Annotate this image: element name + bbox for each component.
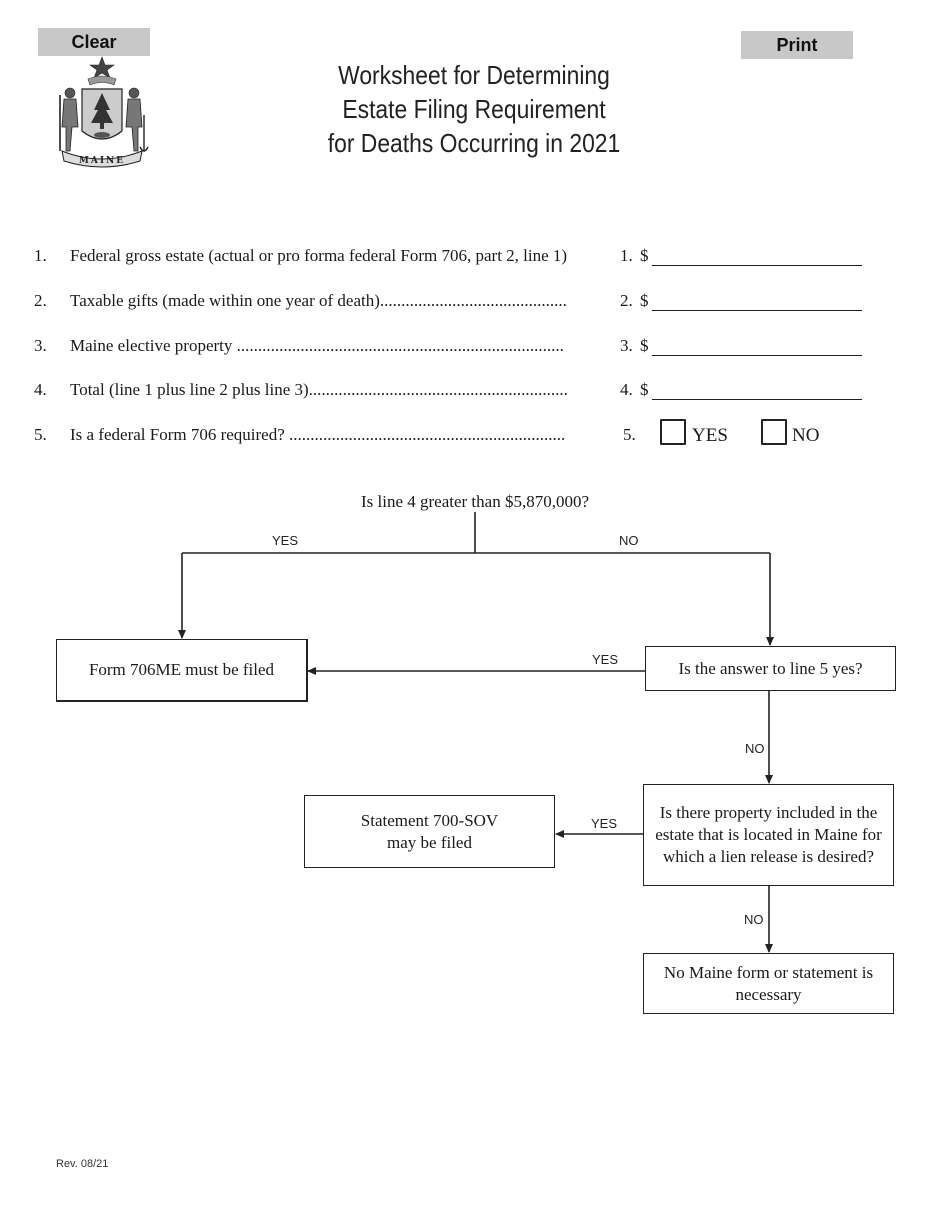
statement-700-sov-text: Statement 700-SOV may be filed	[360, 810, 499, 852]
no-checkbox[interactable]	[761, 419, 787, 445]
line-description: Maine elective property ................…	[70, 336, 564, 355]
line-5-question-box: Is the answer to line 5 yes?	[645, 646, 896, 691]
branch-label-yes: YES	[591, 816, 618, 831]
worksheet-line-4: 4. Total (line 1 plus line 2 plus line 3…	[0, 378, 950, 406]
no-form-necessary-text: No Maine form or statement is necessary	[663, 962, 874, 1004]
form-706me-box: Form 706ME must be filed	[56, 639, 308, 702]
line-number: 3.	[34, 336, 47, 355]
yes-checkbox-label: YES	[692, 425, 728, 446]
line-description: Taxable gifts (made within one year of d…	[70, 291, 567, 310]
branch-label-yes: YES	[272, 533, 299, 548]
dollar-sign: $	[640, 291, 649, 310]
branch-label-no: NO	[745, 741, 765, 756]
property-question-box: Is there property included in the estate…	[643, 784, 894, 886]
worksheet-line-3: 3. Maine elective property .............…	[0, 334, 950, 362]
line-2-amount-field[interactable]	[652, 289, 862, 311]
no-form-necessary-box: No Maine form or statement is necessary	[643, 953, 894, 1014]
seal-banner-text: MAINE	[79, 156, 125, 166]
dollar-sign: $	[640, 246, 649, 265]
branch-label-no: NO	[619, 533, 639, 548]
line-reference: 1.	[620, 246, 633, 265]
yes-checkbox[interactable]	[660, 419, 686, 445]
statement-700-sov-box: Statement 700-SOV may be filed	[304, 795, 555, 868]
line-number: 2.	[34, 291, 47, 310]
line-number: 4.	[34, 380, 47, 399]
flowchart-start-question: Is line 4 greater than $5,870,000?	[360, 492, 589, 511]
line-1-amount-field[interactable]	[652, 244, 862, 266]
property-question-text: Is there property included in the estate…	[655, 803, 882, 866]
title-line-3: for Deaths Occurring in 2021	[327, 128, 621, 158]
line-4-amount-field[interactable]	[652, 378, 862, 400]
worksheet-line-5: 5. Is a federal Form 706 required? .....…	[0, 419, 950, 451]
line-reference: 2.	[620, 291, 633, 310]
page-title: Worksheet for Determining Estate Filing …	[298, 58, 650, 160]
title-line-2: Estate Filing Requirement	[342, 94, 606, 124]
dollar-sign: $	[640, 336, 649, 355]
worksheet-line-1: 1. Federal gross estate (actual or pro f…	[0, 244, 950, 272]
line-description: Federal gross estate (actual or pro form…	[70, 246, 568, 265]
line-reference: 3.	[620, 336, 633, 355]
branch-label-no: NO	[744, 912, 764, 927]
print-button[interactable]: Print	[741, 31, 853, 59]
line-reference: 5.	[623, 425, 636, 444]
title-line-1: Worksheet for Determining	[338, 60, 610, 90]
line-number: 5.	[34, 425, 47, 444]
no-checkbox-label: NO	[792, 425, 820, 446]
line-3-amount-field[interactable]	[652, 334, 862, 356]
line-description: Is a federal Form 706 required? ........…	[70, 425, 566, 444]
form-706me-text: Form 706ME must be filed	[88, 660, 275, 679]
maine-state-seal-logo: MAINE	[59, 56, 149, 168]
line-5-question-text: Is the answer to line 5 yes?	[678, 658, 863, 678]
line-number: 1.	[34, 246, 47, 265]
worksheet-line-2: 2. Taxable gifts (made within one year o…	[0, 289, 950, 317]
line-reference: 4.	[620, 380, 633, 399]
dollar-sign: $	[640, 380, 649, 399]
revision-date: Rev. 08/21	[56, 1158, 109, 1170]
clear-button[interactable]: Clear	[38, 28, 150, 56]
line-description: Total (line 1 plus line 2 plus line 3)..…	[70, 380, 568, 399]
branch-label-yes: YES	[592, 652, 619, 667]
